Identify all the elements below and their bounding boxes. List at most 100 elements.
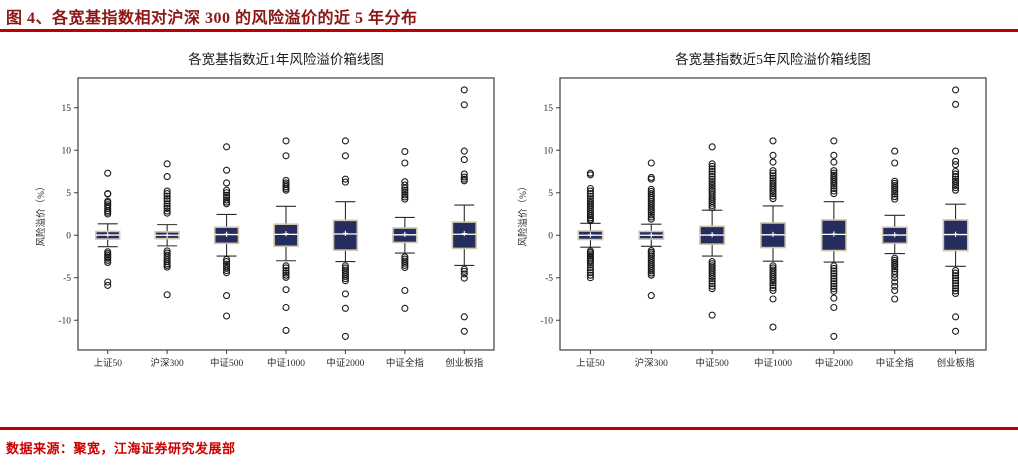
- outlier-point: [341, 290, 349, 298]
- outlier-point: [586, 266, 594, 274]
- outlier-point: [341, 272, 349, 281]
- outlier-point: [104, 190, 112, 198]
- outlier-point: [163, 173, 171, 181]
- outlier-point: [769, 286, 777, 295]
- outlier-point: [708, 175, 716, 183]
- outlier-point: [401, 304, 409, 312]
- outlier-point: [223, 196, 231, 204]
- outlier-point: [341, 152, 349, 160]
- outlier-point: [830, 280, 838, 288]
- outlier-point: [223, 312, 231, 320]
- outlier-point: [952, 186, 960, 194]
- x-tick-label: 中证500: [210, 357, 244, 369]
- outlier-point: [282, 269, 290, 277]
- boxplot-item: [760, 137, 786, 331]
- outlier-point: [163, 190, 171, 198]
- outlier-point: [401, 259, 409, 267]
- x-tick-label: 中证2000: [326, 357, 364, 369]
- outlier-point: [830, 190, 838, 198]
- outlier-point: [460, 265, 468, 273]
- outlier-point: [104, 281, 112, 289]
- outlier-point: [647, 208, 655, 216]
- outlier-point: [401, 147, 409, 156]
- outlier-point: [223, 143, 231, 151]
- outlier-point: [708, 167, 716, 176]
- outlier-point: [401, 195, 409, 203]
- outlier-point: [401, 181, 409, 189]
- outlier-point: [708, 270, 716, 278]
- outlier-point: [223, 186, 231, 194]
- outlier-point: [952, 161, 960, 169]
- outlier-point: [952, 170, 960, 178]
- outlier-point: [341, 332, 349, 340]
- outlier-point: [708, 170, 716, 178]
- top-divider-rule: [0, 29, 1018, 32]
- outlier-point: [891, 286, 899, 295]
- outlier-point: [708, 277, 716, 285]
- outlier-point: [708, 199, 716, 207]
- outlier-point: [460, 327, 468, 335]
- y-tick-label: 0: [66, 232, 71, 242]
- outlier-point: [769, 281, 777, 289]
- outlier-point: [891, 159, 899, 167]
- outlier-point: [104, 210, 112, 218]
- outlier-point: [769, 151, 777, 159]
- outlier-point: [586, 259, 594, 267]
- chart-title: 各宽基指数近5年风险溢价箱线图: [675, 51, 871, 67]
- outlier-point: [830, 182, 838, 190]
- outlier-point: [952, 179, 960, 187]
- x-tick-label: 沪深300: [151, 357, 185, 369]
- outlier-point: [952, 277, 960, 285]
- outlier-point: [282, 271, 290, 279]
- outlier-point: [769, 279, 777, 287]
- outlier-point: [769, 190, 777, 198]
- outlier-point: [282, 264, 290, 272]
- outlier-point: [282, 303, 290, 312]
- outlier-point: [401, 186, 409, 194]
- outlier-point: [163, 202, 171, 210]
- outlier-point: [282, 152, 290, 160]
- outlier-point: [401, 261, 409, 269]
- outlier-point: [708, 285, 716, 293]
- outlier-point: [891, 295, 899, 303]
- outlier-point: [769, 158, 777, 166]
- outlier-point: [769, 323, 777, 331]
- outlier-point: [952, 269, 960, 277]
- boxplot-item: [577, 169, 604, 282]
- outlier-point: [223, 292, 231, 300]
- outlier-point: [952, 173, 960, 181]
- outlier-point: [891, 193, 899, 201]
- outlier-point: [769, 185, 777, 193]
- outlier-point: [769, 167, 777, 175]
- outlier-point: [282, 137, 290, 145]
- y-tick-label: 15: [62, 104, 72, 114]
- outlier-point: [769, 137, 777, 145]
- outlier-point: [647, 292, 655, 300]
- boxes-group: [95, 86, 477, 340]
- outlier-point: [163, 291, 171, 299]
- outlier-point: [163, 187, 171, 195]
- x-tick-label: 中证1000: [267, 357, 305, 369]
- outlier-point: [830, 151, 838, 159]
- outlier-point: [830, 184, 838, 193]
- outlier-point: [647, 213, 655, 221]
- outlier-point: [952, 181, 960, 190]
- y-tick-label: 5: [66, 189, 71, 199]
- outlier-point: [708, 160, 716, 168]
- outlier-point: [223, 264, 231, 272]
- outlier-point: [163, 160, 171, 168]
- outlier-point: [769, 174, 777, 182]
- bottom-divider-rule: [0, 427, 1018, 430]
- outlier-point: [769, 277, 777, 285]
- outlier-point: [769, 192, 777, 200]
- boxplot-item: [213, 143, 240, 320]
- outlier-point: [460, 177, 468, 185]
- outlier-point: [223, 200, 231, 208]
- outlier-point: [401, 188, 409, 196]
- outlier-point: [586, 217, 594, 225]
- outlier-point: [769, 295, 777, 303]
- chart-title: 各宽基指数近1年风险溢价箱线图: [188, 51, 384, 67]
